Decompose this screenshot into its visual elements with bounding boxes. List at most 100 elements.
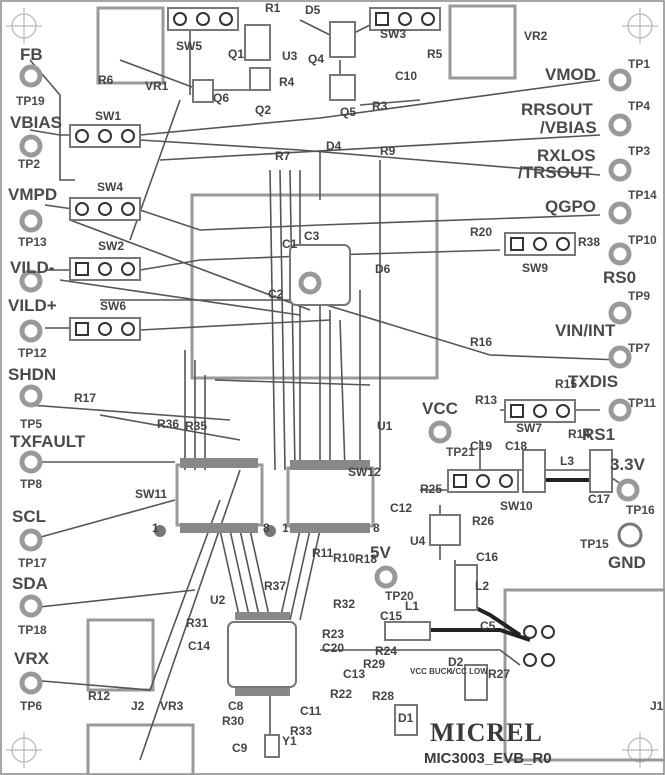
ref-sw2: SW2 xyxy=(98,239,125,253)
label-vcc: VCC xyxy=(422,399,458,418)
ref-vr2: VR2 xyxy=(524,29,548,43)
ref-r16: R16 xyxy=(470,335,493,349)
switch-pins xyxy=(75,12,570,667)
label-tp14: TP14 xyxy=(628,188,657,202)
ref-u3: U3 xyxy=(282,49,298,63)
ref-sw7: SW7 xyxy=(516,421,543,435)
ref-q1: Q1 xyxy=(228,47,245,61)
ref-d4: D4 xyxy=(326,139,342,153)
test-points xyxy=(19,64,640,695)
ref-r38: R38 xyxy=(578,235,601,249)
label-vmod: VMOD xyxy=(545,65,596,84)
ref-r20: R20 xyxy=(470,225,493,239)
ref-r29: R29 xyxy=(363,657,386,671)
ref-vr1: VR1 xyxy=(145,79,169,93)
label-tp15: TP15 xyxy=(580,537,609,551)
ref-c2: C2 xyxy=(268,287,284,301)
label-qgpo: QGPO xyxy=(545,197,597,216)
ref-sw3: SW3 xyxy=(380,27,407,41)
label-tp19: TP19 xyxy=(16,94,45,108)
label-tp12: TP12 xyxy=(18,346,47,360)
ref-l1: L1 xyxy=(405,599,420,613)
ref-r6: R6 xyxy=(98,73,114,87)
mounting-marks xyxy=(6,8,658,768)
ref-r36: R36 xyxy=(157,417,180,431)
label-rxlos-2: /TRSOUT xyxy=(518,163,593,182)
label-tp5: TP5 xyxy=(20,417,43,431)
ref-r17: R17 xyxy=(74,391,97,405)
gnd-post xyxy=(617,522,643,548)
ref-u1: U1 xyxy=(377,419,393,433)
ref-r12: R12 xyxy=(88,689,111,703)
label-vbias: VBIAS xyxy=(10,113,62,132)
label-rs0: RS0 xyxy=(603,268,637,287)
ic-pins xyxy=(180,458,370,696)
label-rxlos-1: RXLOS xyxy=(537,146,596,165)
label-tp3: TP3 xyxy=(628,144,651,158)
ref-sw11: SW11 xyxy=(135,487,168,501)
label-rs1: RS1 xyxy=(582,425,616,444)
ref-j1: J1 xyxy=(650,699,664,713)
label-tp20: TP20 xyxy=(385,589,414,603)
ref-r37: R37 xyxy=(264,579,287,593)
ref-c14: C14 xyxy=(188,639,211,653)
ref-c17: C17 xyxy=(588,492,611,506)
ref-q6: Q6 xyxy=(213,91,230,105)
ref-l2: L2 xyxy=(475,579,490,593)
ref-c1: C1 xyxy=(282,237,298,251)
label-tp21: TP21 xyxy=(446,445,475,459)
label-tp1: TP1 xyxy=(628,57,651,71)
label-tp9: TP9 xyxy=(628,289,651,303)
ref-u4: U4 xyxy=(410,534,426,548)
ref-one-b: 1 xyxy=(282,521,289,535)
ref-r7: R7 xyxy=(275,149,291,163)
ref-r31: R31 xyxy=(186,616,209,630)
label-tp8: TP8 xyxy=(20,477,43,491)
ref-c20: C20 xyxy=(322,641,345,655)
ref-eight-b: 8 xyxy=(373,521,380,535)
brand-logo: MICREL xyxy=(430,718,543,747)
ref-r23: R23 xyxy=(322,627,345,641)
ref-r14: R14 xyxy=(568,427,591,441)
ref-r10: R10 xyxy=(333,551,356,565)
ref-r33: R33 xyxy=(290,724,313,738)
ref-r4: R4 xyxy=(279,75,295,89)
label-vin-int: VIN/INT xyxy=(555,321,616,340)
ref-d2: D2 xyxy=(448,655,464,669)
ref-r28: R28 xyxy=(372,689,395,703)
ref-r15: R15 xyxy=(555,377,578,391)
label-vild-plus: VILD+ xyxy=(8,296,57,315)
ref-c9: C9 xyxy=(232,741,248,755)
ref-sw12: SW12 xyxy=(348,465,381,479)
ref-y1: Y1 xyxy=(282,734,297,748)
label-tp10: TP10 xyxy=(628,233,657,247)
label-scl: SCL xyxy=(12,507,46,526)
label-txfault: TXFAULT xyxy=(10,432,86,451)
ref-c11: C11 xyxy=(300,704,322,718)
ref-r30: R30 xyxy=(222,714,245,728)
ref-sw1: SW1 xyxy=(95,109,122,123)
ref-q5: Q5 xyxy=(340,105,357,119)
label-vrx: VRX xyxy=(14,649,49,668)
ref-q4: Q4 xyxy=(308,52,325,66)
ref-q2: Q2 xyxy=(255,103,272,117)
ref-r11: R11 xyxy=(312,546,334,560)
ref-r13: R13 xyxy=(475,393,498,407)
label-tp11: TP11 xyxy=(628,396,657,410)
ref-sw9: SW9 xyxy=(522,261,549,275)
ref-c19: C19 xyxy=(470,439,493,453)
ref-c13: C13 xyxy=(343,667,366,681)
ref-c3: C3 xyxy=(304,229,320,243)
label-tp6: TP6 xyxy=(20,699,43,713)
ref-vr3: VR3 xyxy=(160,699,184,713)
ref-r35: R35 xyxy=(185,419,208,433)
label-tp17: TP17 xyxy=(18,556,47,570)
ref-sw5: SW5 xyxy=(176,39,203,53)
label-txdis: TXDIS xyxy=(568,372,619,391)
ref-c8: C8 xyxy=(228,699,244,713)
ref-sw10: SW10 xyxy=(500,499,533,513)
ref-one-a: 1 xyxy=(152,521,159,535)
ref-eight-a: 8 xyxy=(263,521,270,535)
label-tp16: TP16 xyxy=(626,503,655,517)
